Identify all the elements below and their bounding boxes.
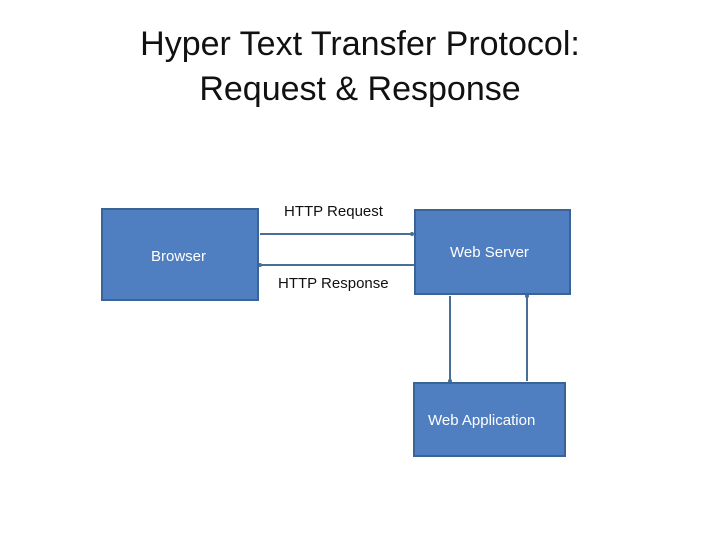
app-to-server-arrowhead bbox=[525, 294, 529, 298]
slide-title-line-2: Request & Response bbox=[199, 70, 521, 108]
slide-title-line-1: Hyper Text Transfer Protocol: bbox=[140, 25, 580, 63]
web-application-box: Web Application bbox=[413, 382, 566, 457]
http-request-arrowhead bbox=[410, 232, 414, 236]
web-application-label: Web Application bbox=[428, 412, 536, 429]
http-response-arrowhead bbox=[258, 263, 262, 267]
browser-label: Browser bbox=[151, 248, 207, 265]
http-request-label: HTTP Request bbox=[284, 203, 383, 220]
browser-box: Browser bbox=[101, 208, 259, 301]
slide-title: Hyper Text Transfer Protocol: Request & … bbox=[0, 22, 720, 112]
web-server-label: Web Server bbox=[450, 244, 529, 261]
http-response-label: HTTP Response bbox=[278, 275, 389, 292]
web-server-box: Web Server bbox=[414, 209, 571, 295]
